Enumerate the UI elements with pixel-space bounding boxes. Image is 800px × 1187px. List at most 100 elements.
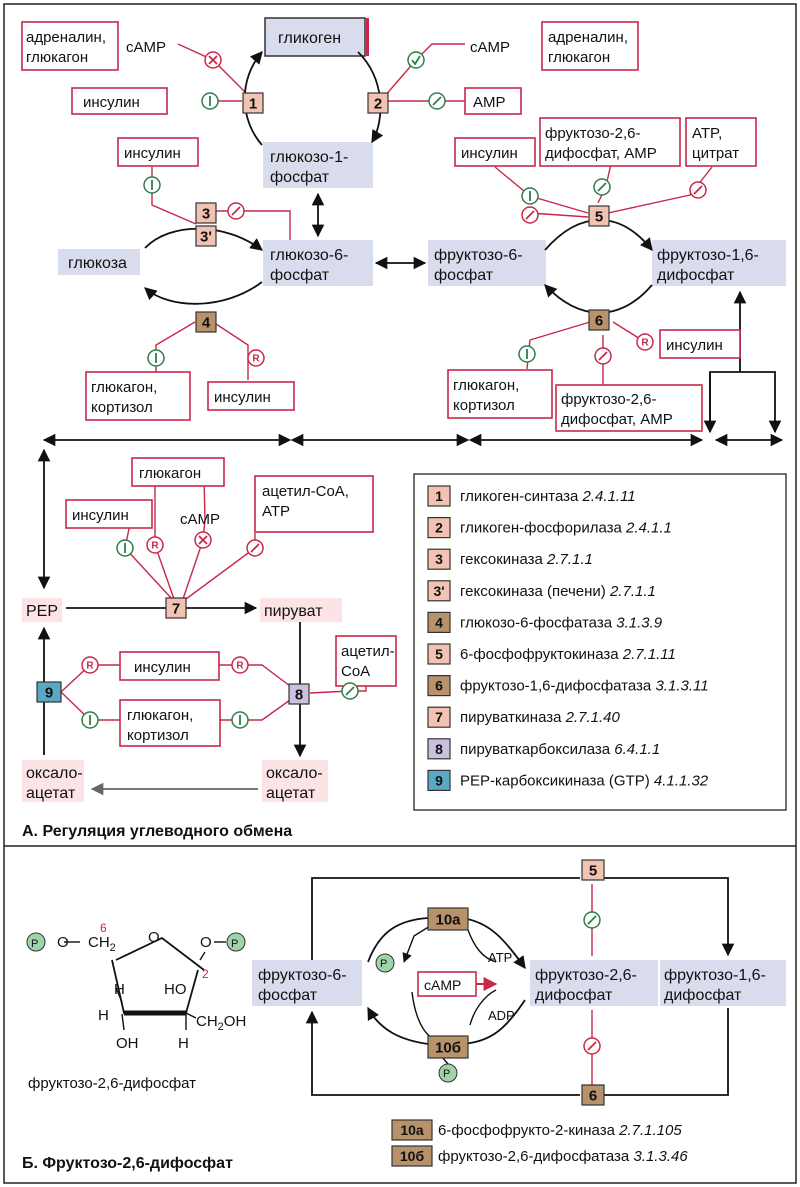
legend-ec-number: 2.7.1.1 bbox=[609, 583, 656, 600]
enzyme-4-number: 4 bbox=[202, 314, 211, 331]
phosphate-p-b2: P bbox=[443, 1068, 450, 1080]
activation-symbol-icon bbox=[231, 711, 249, 729]
legend-entry-text: гексокиназа 2.7.1.1 bbox=[460, 551, 593, 568]
adr-gluc-1-l1: адреналин, bbox=[26, 29, 106, 46]
activation-symbol-icon bbox=[521, 187, 539, 205]
enzyme-8-number: 8 bbox=[295, 686, 303, 703]
enzyme-1-number: 1 bbox=[249, 95, 257, 112]
labels-b: P P фруктозо-6- фосфат фруктозо-2,6- диф… bbox=[22, 950, 766, 1172]
enzyme-10b-number: 10б bbox=[435, 1039, 461, 1056]
f6p-b-l1: фруктозо-6- bbox=[258, 967, 347, 984]
enzyme-legend-8-number: 8 bbox=[435, 741, 443, 757]
legend-ec-number: 2.7.1.11 bbox=[622, 646, 676, 663]
blocking-symbol-icon bbox=[227, 202, 245, 220]
activation-symbol-icon bbox=[147, 349, 165, 367]
enzyme-legend-6-box: 6 bbox=[427, 674, 451, 697]
legend-enzyme-name: гликоген-синтаза bbox=[460, 488, 583, 505]
enzyme-legend-10a-number: 10a bbox=[400, 1122, 424, 1138]
adr-gluc-2-l2: глюкагон bbox=[548, 49, 610, 66]
enzyme-legend-1-box: 1 bbox=[427, 485, 451, 507]
f26bp-amp-5-l2: дифосфат, AMP bbox=[545, 145, 657, 162]
enzyme-3-number: 3 bbox=[202, 205, 210, 222]
svg-text:R: R bbox=[252, 354, 260, 365]
camp-label-2: cAMP bbox=[470, 39, 510, 56]
g1p-l1: глюкозо-1- bbox=[270, 149, 348, 166]
enzyme-legend-9-box: 9 bbox=[427, 769, 451, 792]
legend-enzyme-name: PEP-карбоксикиназа (GTP) bbox=[460, 772, 654, 789]
effector-boxes-a bbox=[21, 21, 757, 747]
legend-enzyme-name: гексокиназа (печени) bbox=[460, 583, 610, 600]
inhibition-symbol-icon bbox=[204, 51, 222, 69]
enzyme-10a-box: 10a bbox=[427, 907, 469, 931]
legend-row: 8 пируваткарбоксилаза 6.4.1.1 bbox=[427, 738, 660, 760]
enzyme-5-box: 5 bbox=[581, 859, 605, 881]
enzyme-10a-number: 10a bbox=[435, 911, 461, 928]
labels-a: адреналин, глюкагон cAMP инсулин гликоге… bbox=[22, 29, 759, 840]
enzyme-6-box: 6 bbox=[588, 309, 610, 331]
f16bp-l1: фруктозо-1,6- bbox=[657, 247, 759, 264]
legend-ec-number: 2.4.1.11 bbox=[582, 488, 636, 505]
amp-box bbox=[464, 87, 522, 115]
legend-ec-number: 3.1.3.11 bbox=[655, 678, 708, 695]
glycogen-label: гликоген bbox=[278, 30, 341, 47]
enzyme-3p-box: 3' bbox=[195, 225, 217, 247]
acetylcoa-box bbox=[335, 635, 397, 687]
inhibition-symbol-icon bbox=[194, 531, 212, 549]
adr-gluc-1-l2: глюкагон bbox=[26, 49, 88, 66]
glucagon-box-7 bbox=[131, 457, 225, 487]
f16bp-box bbox=[652, 240, 786, 286]
legend-entry-text: пируваткарбоксилаза 6.4.1.1 bbox=[460, 741, 660, 758]
insulin-label-1: инсулин bbox=[83, 94, 140, 111]
legend-entry-text: 6-фосфофруктокиназа 2.7.1.11 bbox=[460, 646, 676, 663]
enzyme-7-number: 7 bbox=[172, 600, 180, 617]
enzyme-1-box: 1 bbox=[242, 92, 264, 114]
oaa-right-l2: ацетат bbox=[266, 785, 316, 802]
enzyme-legend-3-box: 3 bbox=[427, 548, 451, 570]
insulin-label-6: инсулин bbox=[666, 337, 723, 354]
glucagon-cortisol-box-6 bbox=[447, 369, 553, 419]
activation-symbol-icon bbox=[81, 711, 99, 729]
glucagon-cortisol-4-l1: глюкагон, bbox=[91, 379, 157, 396]
activation-symbol-icon bbox=[518, 345, 536, 363]
repression-symbol-icon: R bbox=[146, 536, 164, 554]
legend-ec-number: 2.7.1.1 bbox=[546, 551, 593, 568]
enzyme-3p-number: 3' bbox=[200, 228, 212, 245]
enzyme-legend-10b-number: 10б bbox=[400, 1148, 425, 1164]
enzyme-6-number: 6 bbox=[595, 312, 603, 329]
legend-entry-text: гликоген-фосфорилаза 2.4.1.1 bbox=[460, 520, 672, 537]
enzyme-3-box: 3 bbox=[195, 202, 217, 224]
stimulation-symbol-icon bbox=[583, 911, 601, 929]
enzyme-5-number: 5 bbox=[589, 862, 597, 879]
stimulation-symbol-icon bbox=[593, 178, 611, 196]
legend-ec-number: 2.7.1.40 bbox=[565, 709, 621, 726]
legend-entry-text: PEP-карбоксикиназа (GTP) 4.1.1.32 bbox=[460, 772, 709, 789]
f26bp-amp-6-l2: дифосфат, AMP bbox=[561, 411, 673, 428]
legend-enzyme-name: пируваткиназа bbox=[460, 709, 566, 726]
phosphate-icon-b1 bbox=[375, 953, 395, 973]
adr-gluc-box-1 bbox=[21, 21, 119, 71]
g6p-l1: глюкозо-6- bbox=[270, 247, 348, 264]
legend-ec-number: 3.1.3.46 bbox=[633, 1148, 688, 1165]
pyruvate-label: пируват bbox=[264, 603, 323, 620]
f16bp-b-l2: дифосфат bbox=[664, 987, 742, 1004]
phosphate-p-left: P bbox=[31, 938, 38, 950]
legend-entry-text: глюкозо-6-фосфатаза 3.1.3.9 bbox=[460, 614, 663, 631]
legend-enzyme-name: глюкозо-6-фосфатаза bbox=[460, 614, 616, 631]
insulin-box-1 bbox=[71, 87, 168, 115]
legend-ec-number: 2.7.1.105 bbox=[618, 1122, 682, 1139]
repression-symbol-icon: R bbox=[247, 349, 265, 367]
f6p-b-l2: фосфат bbox=[258, 987, 318, 1004]
legend-enzyme-name: 6-фосфофрукто-2-киназа bbox=[438, 1122, 619, 1139]
f6p-l2: фосфат bbox=[434, 267, 494, 284]
g6p-box bbox=[263, 240, 373, 286]
enzyme-2-box: 2 bbox=[367, 92, 389, 114]
legend-entry-text: пируваткиназа 2.7.1.40 bbox=[460, 709, 621, 726]
glycogen-box bbox=[264, 17, 366, 57]
g1p-l2: фосфат bbox=[270, 169, 330, 186]
